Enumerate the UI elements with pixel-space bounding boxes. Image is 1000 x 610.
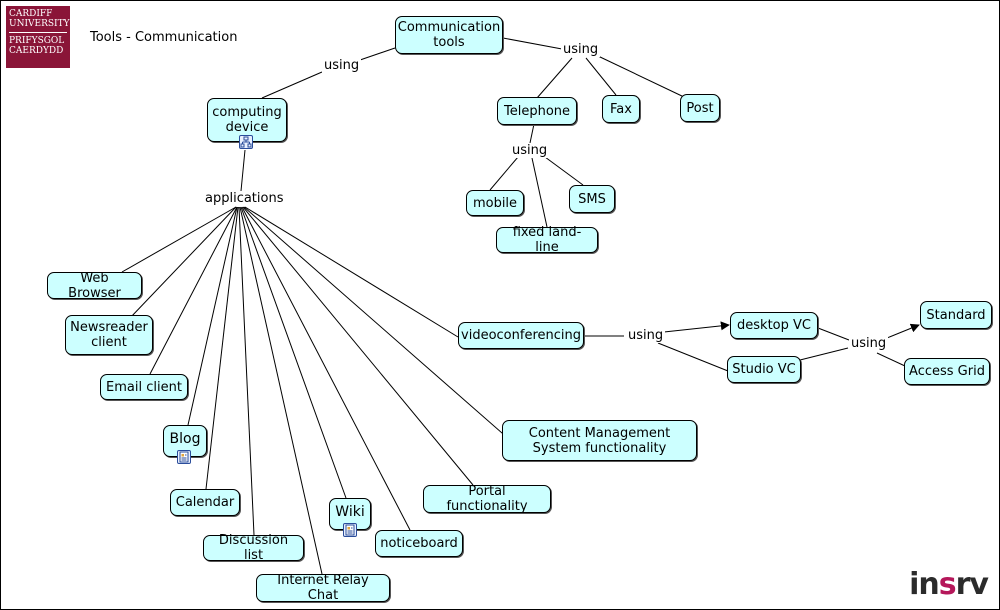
linking-phrase-using: using (849, 336, 889, 351)
node-fixed-land-line[interactable]: fixed land-line (496, 225, 598, 255)
node-calendar[interactable]: Calendar (170, 489, 240, 516)
node-internet-relay-chat[interactable]: Internet Relay Chat (256, 573, 390, 603)
node-sms[interactable]: SMS (569, 185, 615, 213)
node-access-grid[interactable]: Access Grid (904, 358, 990, 385)
node-post[interactable]: Post (680, 94, 720, 122)
node-standard[interactable]: Standard (920, 301, 992, 329)
node-portal-functionality[interactable]: Portal functionality (423, 484, 551, 514)
node-studio-vc[interactable]: Studio VC (727, 356, 801, 383)
logo-line: UNIVERSITY (9, 19, 70, 29)
node-cms-functionality[interactable]: Content Management System functionality (502, 420, 697, 461)
edge-using-fixed (531, 157, 548, 228)
edge-using-fax (585, 57, 617, 96)
node-telephone[interactable]: Telephone (497, 97, 577, 125)
linking-phrase-using: using (561, 42, 601, 57)
linking-phrase-using: using (626, 328, 666, 343)
edge-app-irc (239, 206, 323, 575)
node-email-client[interactable]: Email client (100, 374, 188, 400)
document-icon[interactable] (177, 450, 191, 464)
linking-phrase-using: using (322, 58, 362, 73)
edge-using-accessgrid (876, 352, 906, 367)
edge-app-vc (244, 206, 459, 338)
node-web-browser[interactable]: Web Browser (47, 271, 142, 301)
edge-app-calendar (205, 206, 239, 490)
edge-desktop-using (817, 327, 850, 341)
edge-app-portal (242, 206, 474, 486)
logo-line: PRIFYSGOL (9, 36, 65, 46)
edge-app-news (129, 206, 237, 319)
concept-map-icon[interactable] (239, 135, 253, 149)
linking-phrase-applications: applications (203, 191, 286, 206)
node-mobile[interactable]: mobile (466, 190, 524, 216)
edge-using-sms (544, 156, 584, 186)
edge-using-desktop (663, 321, 730, 333)
edge-using-standard (881, 323, 920, 341)
edge-using-device (261, 71, 323, 99)
page-title: Tools - Communication (90, 30, 238, 45)
logo-line: CARDIFF (9, 9, 53, 19)
edge-app-wiki (240, 206, 347, 499)
edge-app-email (149, 206, 238, 375)
node-noticeboard[interactable]: noticeboard (375, 530, 463, 557)
node-videoconferencing[interactable]: videoconferencing (458, 322, 584, 349)
linking-phrase-using: using (510, 143, 550, 158)
logo-line: CAERDYDD (9, 46, 64, 56)
edge-app-cms (243, 206, 511, 441)
edge-using-studio (657, 342, 729, 372)
edge-app-noticeboard (241, 206, 411, 531)
edge-app-discussion (238, 206, 255, 536)
node-newsreader-client[interactable]: Newsreader client (65, 315, 153, 355)
node-desktop-vc[interactable]: desktop VC (730, 312, 818, 339)
edge-comm-using2 (502, 37, 563, 50)
edge-telephone-using (529, 123, 535, 144)
document-icon[interactable] (343, 523, 357, 537)
node-communication-tools[interactable]: Communication tools (395, 16, 503, 54)
edge-app-web (121, 206, 237, 273)
edge-using-telephone (536, 57, 573, 99)
university-logo: CARDIFF UNIVERSITY PRIFYSGOL CAERDYDD (6, 6, 70, 68)
node-computing-device[interactable]: computing device (207, 98, 287, 142)
edge-app-blog (187, 206, 238, 426)
edge-using-mobile (489, 156, 519, 191)
edge-device-applications (240, 149, 246, 192)
edge-using-post (597, 55, 685, 98)
node-discussion-list[interactable]: Discussion list (203, 533, 304, 563)
edge-studio-using (799, 347, 849, 361)
node-fax[interactable]: Fax (602, 95, 640, 123)
edge-comm-using (359, 47, 396, 61)
insrv-logo: insrv (909, 567, 989, 602)
